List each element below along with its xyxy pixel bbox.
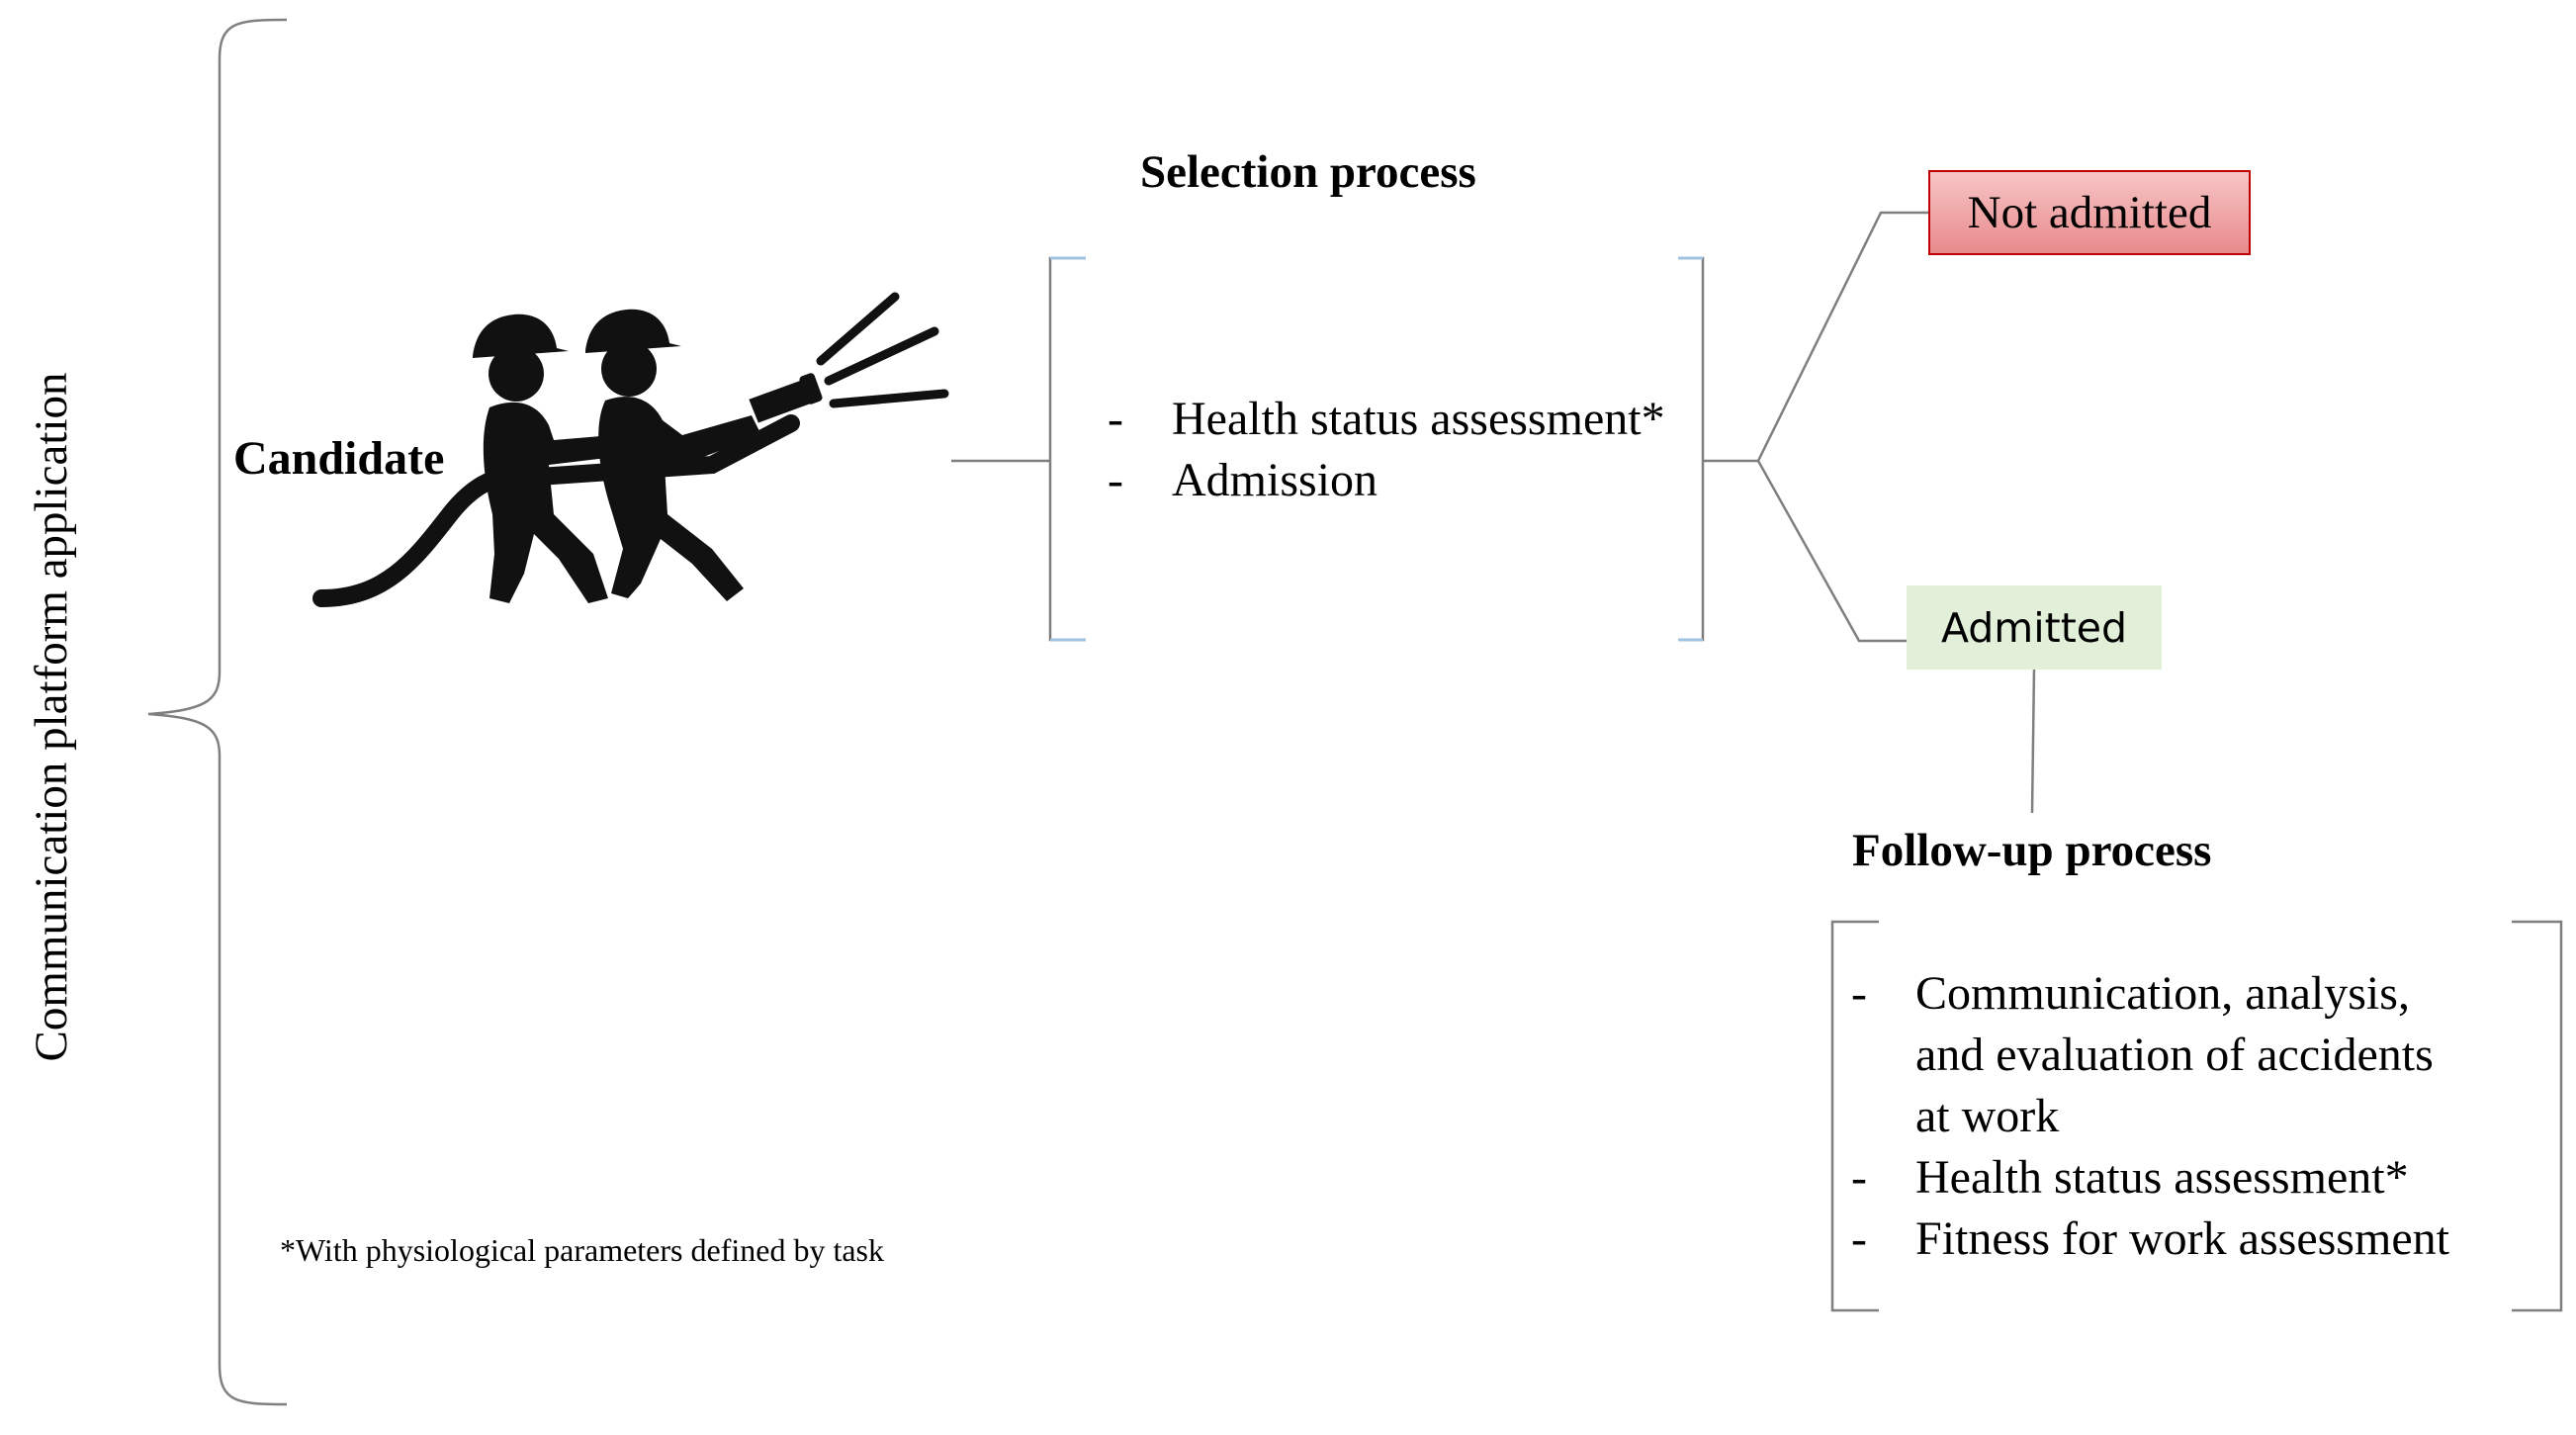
followup-bracket-left <box>1830 920 1879 1312</box>
platform-curly-brace <box>147 18 288 1406</box>
list-item: Admission <box>1108 450 1721 511</box>
not-admitted-box: Not admitted <box>1928 170 2251 255</box>
selection-bracket-left <box>1048 256 1086 642</box>
admitted-box: Admitted <box>1907 585 2162 670</box>
followup-title: Follow-up process <box>1852 825 2212 876</box>
list-item: Communication, analysis, and evaluation … <box>1851 963 2469 1147</box>
followup-bracket-right <box>2512 920 2563 1312</box>
footnote: *With physiological parameters defined b… <box>280 1232 884 1268</box>
followup-list: Communication, analysis, and evaluation … <box>1851 963 2524 1270</box>
selection-title: Selection process <box>1140 146 1476 198</box>
candidate-label: Candidate <box>233 432 445 485</box>
branch-connectors <box>1703 211 2036 814</box>
firefighters-with-hose-icon <box>312 292 949 607</box>
list-item: Fitness for work assessment <box>1851 1209 2524 1270</box>
list-item: Health status assessment* <box>1851 1147 2524 1209</box>
list-item: Health status assessment* <box>1108 389 1721 450</box>
selection-list: Health status assessment* Admission <box>1108 389 1721 511</box>
platform-label: Communication platform application <box>26 372 77 1062</box>
